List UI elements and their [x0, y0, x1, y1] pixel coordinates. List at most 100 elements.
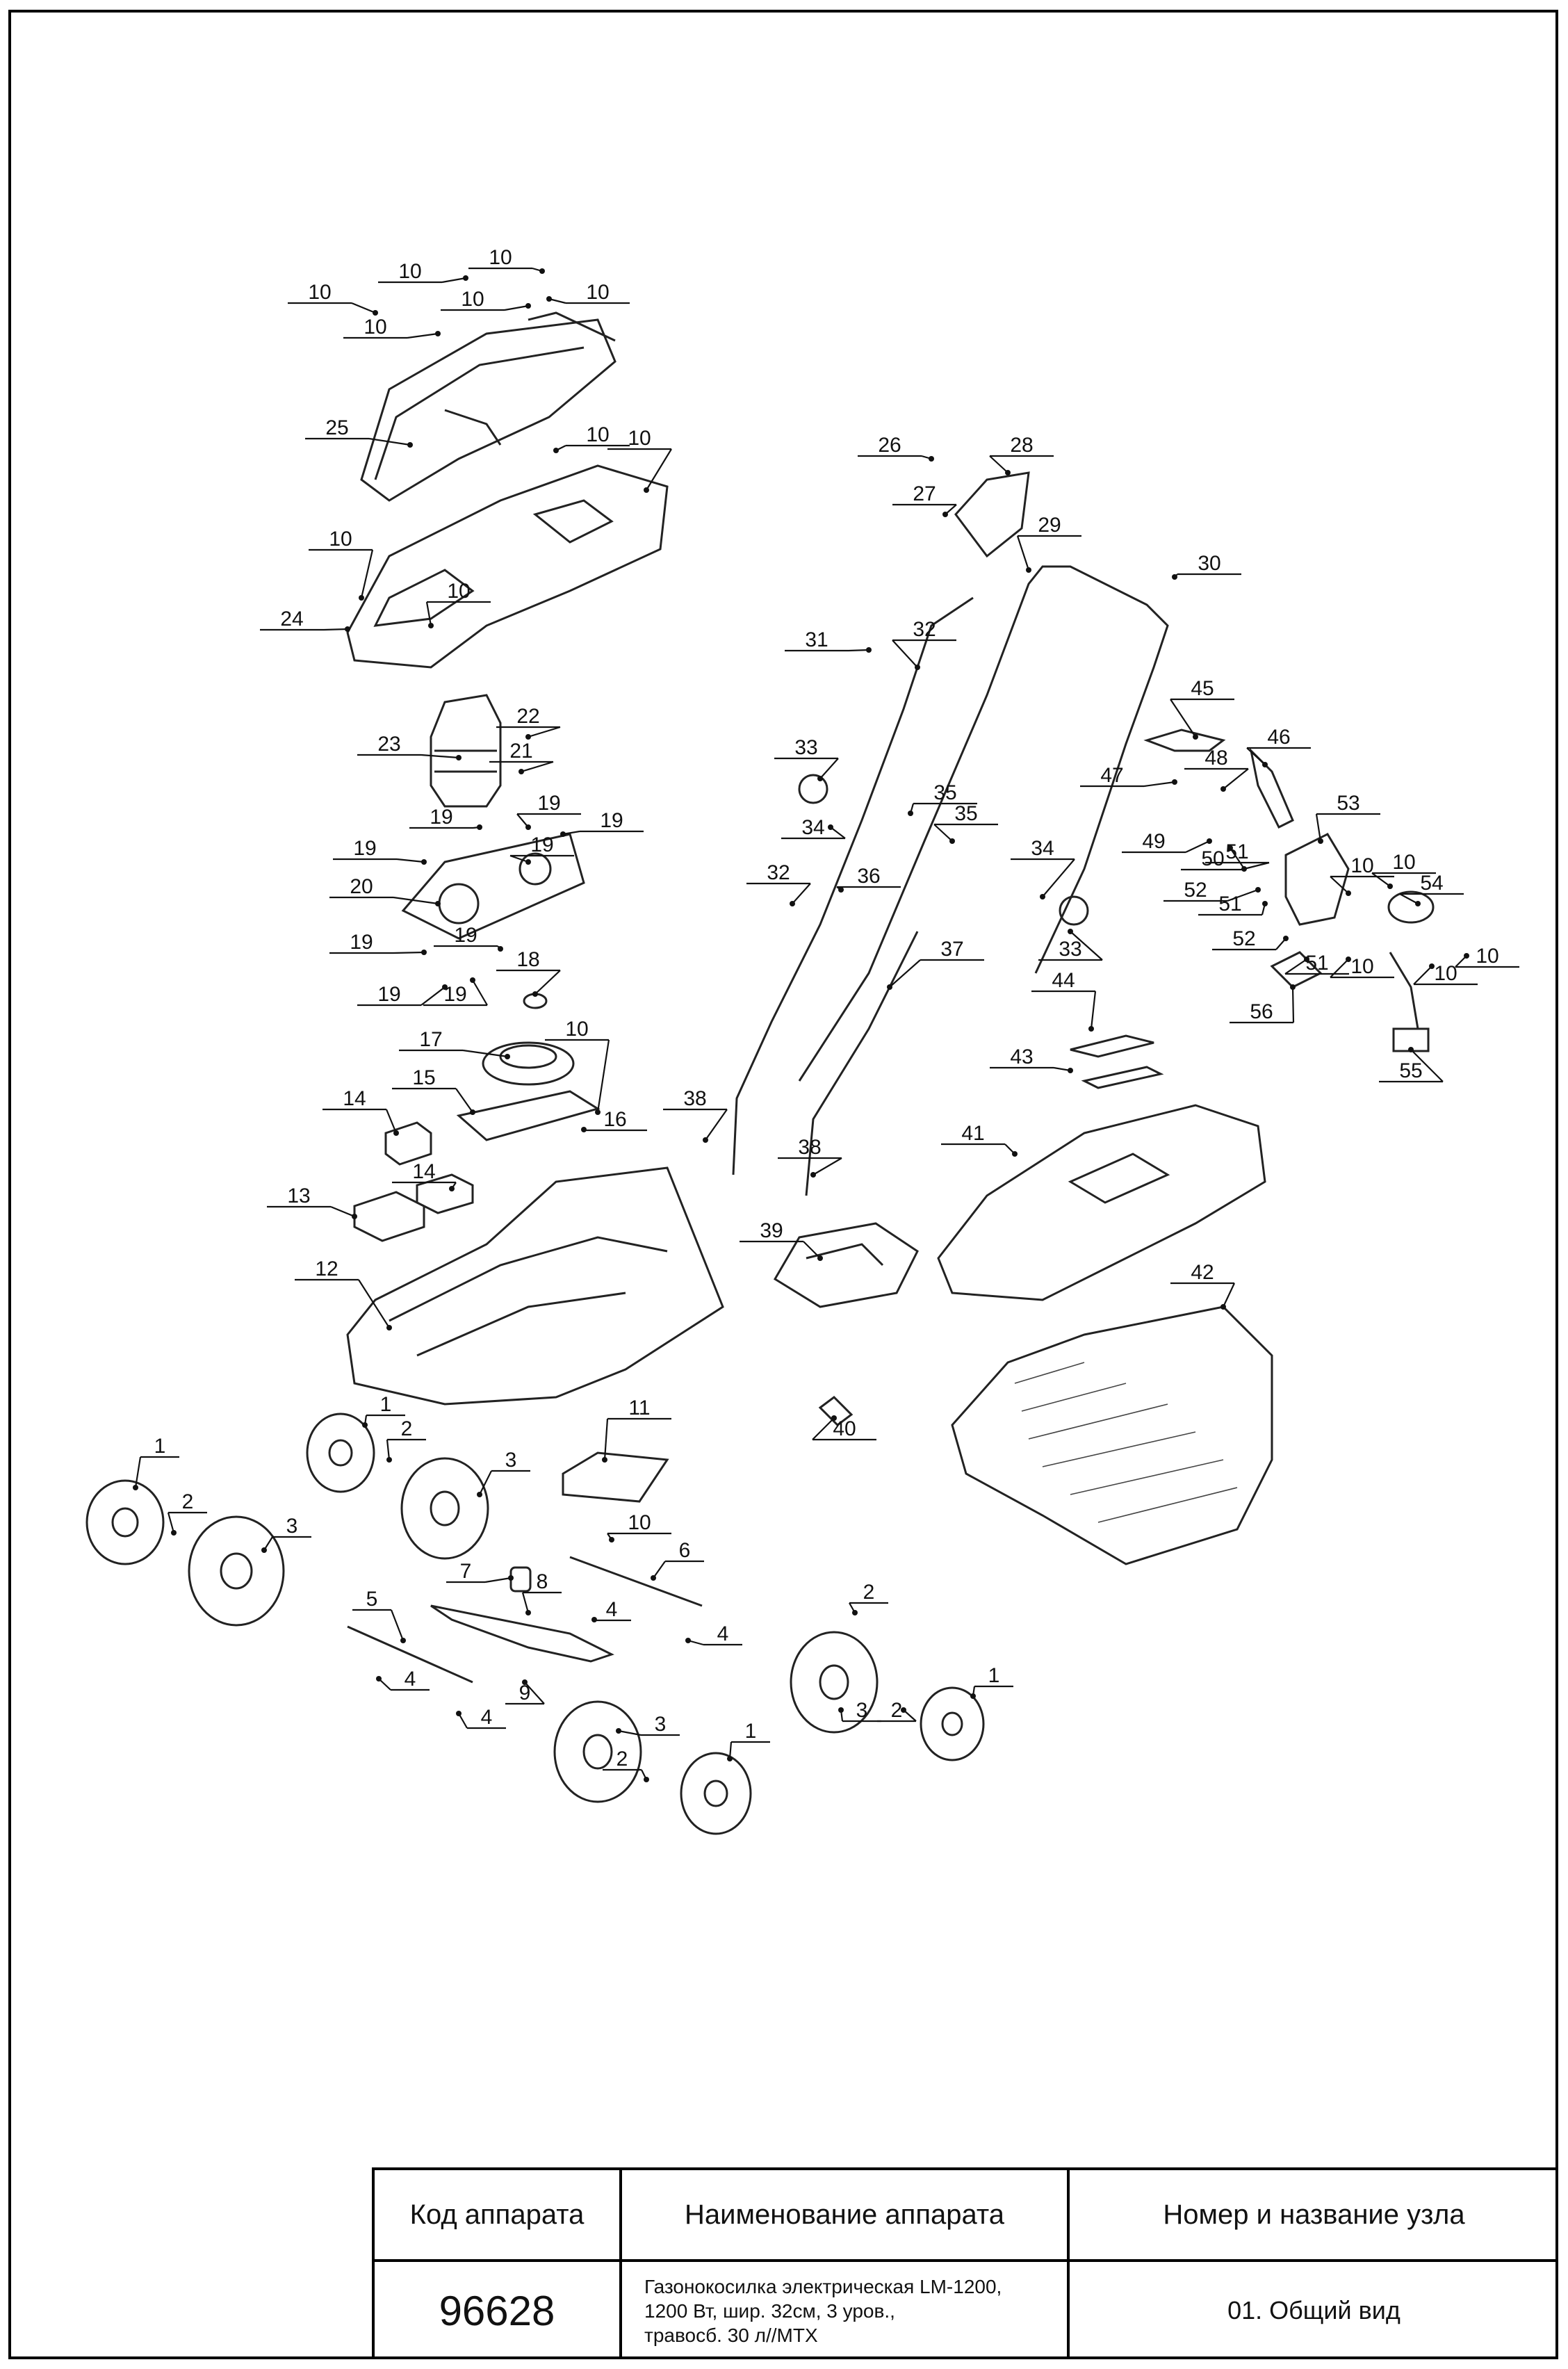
handle-upper	[798, 565, 1169, 1082]
callout-42: 42	[1170, 1261, 1235, 1310]
callout-number: 54	[1420, 872, 1443, 895]
wheel-front-left	[306, 1413, 375, 1493]
callout-leader	[528, 726, 561, 738]
callout-number: 1	[745, 1720, 757, 1743]
callout-number: 44	[1052, 969, 1075, 992]
callout-number: 2	[891, 1699, 903, 1722]
callout-7: 7	[446, 1560, 514, 1584]
callout-number: 32	[913, 618, 936, 641]
callout-leader	[1399, 893, 1419, 904]
callout-leader	[396, 858, 425, 863]
callout-arrowhead	[442, 984, 448, 990]
switch-housing	[1284, 833, 1350, 926]
callout-number: 19	[377, 983, 400, 1006]
callout-arrowhead	[949, 838, 955, 844]
callout-number: 33	[794, 736, 817, 759]
callout-number: 19	[353, 837, 376, 860]
callout-arrowhead	[532, 991, 538, 997]
callout-leader	[509, 854, 529, 863]
callout-leader	[330, 1205, 355, 1218]
callout-number: 9	[519, 1682, 531, 1704]
callout-leader	[705, 1109, 728, 1141]
grass-box	[951, 1305, 1273, 1565]
callout-arrowhead	[616, 1728, 621, 1734]
callout-number: 41	[961, 1122, 984, 1145]
grass-box-lid	[937, 1104, 1266, 1301]
callout-arrowhead	[435, 331, 441, 336]
callout-10: 10	[607, 1511, 671, 1542]
callout-19: 19	[329, 931, 427, 955]
callout-arrowhead	[866, 647, 872, 653]
callout-number: 46	[1267, 726, 1290, 749]
callout-6: 6	[651, 1539, 704, 1581]
callout-leader	[479, 1470, 492, 1495]
callout-number: 51	[1218, 893, 1241, 915]
callout-39: 39	[740, 1219, 823, 1261]
axle-front	[569, 1556, 703, 1607]
callout-10: 10	[553, 423, 630, 453]
callout-leader	[1330, 959, 1349, 978]
callout-leader	[1227, 888, 1259, 902]
callout-arrowhead	[1346, 956, 1351, 962]
callout-arrowhead	[498, 946, 503, 952]
callout-leader	[1185, 840, 1210, 853]
callout-number: 31	[805, 628, 828, 651]
grass-box-handle	[1070, 1034, 1164, 1089]
callout-number: 10	[565, 1018, 588, 1041]
callout-47: 47	[1080, 764, 1177, 788]
callout-19: 19	[560, 809, 644, 837]
callout-arrowhead	[1012, 1151, 1018, 1157]
callout-number: 10	[1476, 945, 1498, 968]
callout-leader	[420, 754, 459, 759]
callout-17: 17	[399, 1028, 510, 1059]
callout-46: 46	[1246, 726, 1311, 767]
callout-leader	[441, 277, 466, 284]
callout-number: 3	[505, 1449, 517, 1472]
callout-arrowhead	[1290, 984, 1296, 990]
wheel-rear-left	[85, 1479, 165, 1565]
callout-number: 10	[1392, 851, 1415, 874]
callout-arrowhead	[553, 448, 559, 453]
callout-leader	[603, 1418, 609, 1460]
callout-number: 11	[628, 1397, 650, 1419]
callout-arrowhead	[1304, 956, 1309, 962]
callout-32: 32	[892, 618, 956, 670]
callout-leader	[596, 1039, 610, 1113]
callout-13: 13	[267, 1184, 357, 1219]
callout-number: 22	[516, 705, 539, 728]
callout-arrowhead	[602, 1457, 607, 1463]
callout-10: 10	[309, 528, 374, 601]
callout-number: 15	[412, 1066, 435, 1089]
callout-arrowhead	[1207, 838, 1212, 844]
callout-arrowhead	[1255, 887, 1261, 893]
callout-leader	[653, 1561, 666, 1579]
callout-32: 32	[746, 861, 811, 906]
callout-11: 11	[602, 1397, 671, 1463]
callout-arrowhead	[901, 1707, 906, 1713]
cutting-blade	[430, 1604, 614, 1663]
callout-28: 28	[989, 434, 1054, 475]
callout-leader	[728, 1741, 733, 1759]
callout-2: 2	[167, 1490, 207, 1536]
callout-number: 47	[1100, 764, 1123, 787]
callout-49: 49	[1122, 830, 1212, 854]
callout-leader	[472, 979, 488, 1006]
callout-leader	[390, 1609, 405, 1641]
callout-number: 10	[628, 1511, 651, 1534]
callout-arrowhead	[171, 1530, 177, 1536]
callout-34: 34	[1011, 837, 1075, 899]
callout-9: 9	[505, 1679, 545, 1705]
callout-48: 48	[1184, 747, 1249, 792]
callout-51: 51	[1284, 952, 1349, 975]
callout-arrowhead	[887, 984, 892, 990]
callout-number: 48	[1204, 747, 1227, 770]
wheel-rear-right	[553, 1700, 642, 1803]
callout-arrowhead	[456, 755, 462, 760]
callout-arrowhead	[428, 623, 434, 628]
callout-leader	[1170, 699, 1196, 738]
callout-number: 23	[377, 733, 400, 756]
callout-arrowhead	[345, 626, 350, 632]
callout-arrowhead	[359, 595, 364, 601]
callout-arrowhead	[449, 1186, 455, 1191]
